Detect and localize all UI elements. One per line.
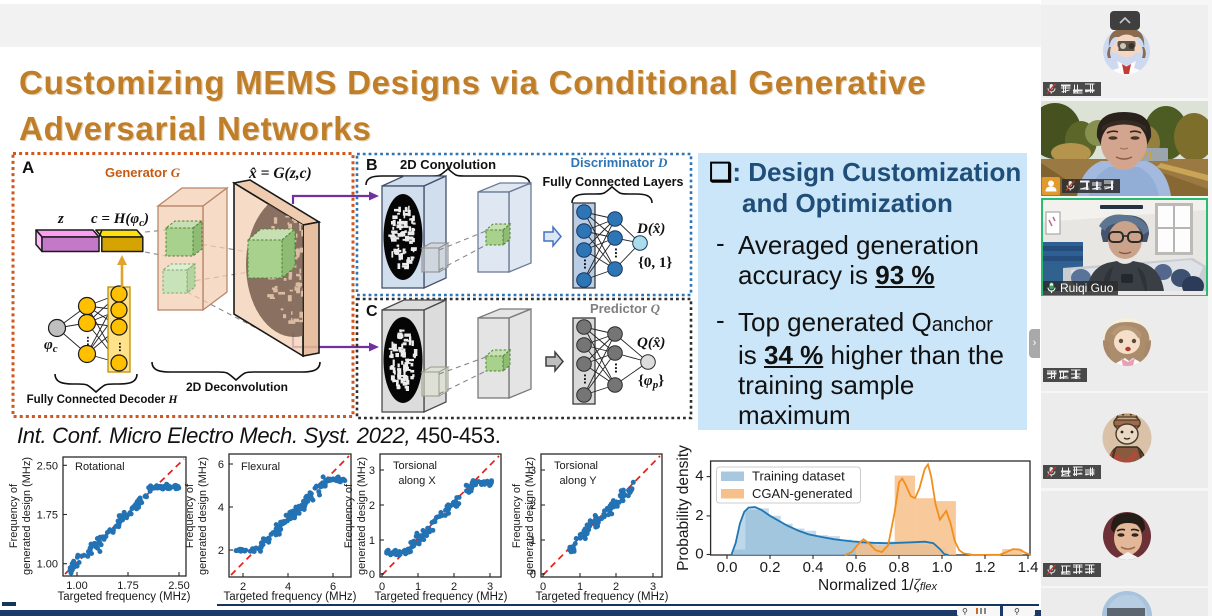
svg-text:0: 0 [530,569,536,581]
svg-text:...: ... [84,336,98,346]
svg-text:Frequency of: Frequency of [8,483,20,548]
svg-text:2: 2 [218,545,224,557]
svg-text:1.00: 1.00 [66,580,87,592]
svg-text:2: 2 [240,581,246,593]
svg-text:Frequency of: Frequency of [343,483,355,548]
svg-text:...: ... [581,374,596,385]
svg-text:3: 3 [530,465,536,477]
svg-text:0.4: 0.4 [803,559,824,576]
svg-text:Normalized 1/ζflex: Normalized 1/ζflex [818,577,938,594]
svg-text:3: 3 [650,581,656,593]
svg-text:6: 6 [218,459,224,471]
svg-text:2: 2 [613,581,619,593]
svg-text:0: 0 [540,581,546,593]
svg-text:2D Deconvolution: 2D Deconvolution [186,380,288,394]
svg-text:0: 0 [379,581,385,593]
svg-text:2D Convolution: 2D Convolution [400,157,496,172]
svg-text:Fully Connected Layers: Fully Connected Layers [542,175,683,189]
svg-text:Fully Connected Decoder H: Fully Connected Decoder H [27,394,179,406]
svg-text:1.00: 1.00 [37,559,58,571]
svg-text:1.4: 1.4 [1018,559,1039,576]
svg-text:4: 4 [695,468,703,485]
svg-text:{φp}: {φp} [638,373,664,391]
svg-text:Discriminator D: Discriminator D [571,155,668,170]
svg-text:D(x̂): D(x̂) [636,221,665,237]
svg-text:x̂ = G(z,c): x̂ = G(z,c) [248,165,312,182]
svg-text:Frequency of: Frequency of [511,483,523,548]
svg-text:2.50: 2.50 [37,460,58,472]
svg-text:1.75: 1.75 [117,580,138,592]
svg-text:1: 1 [415,581,421,593]
svg-text:c = H(φc): c = H(φc) [91,211,149,229]
svg-text:CGAN-generated: CGAN-generated [752,486,852,501]
svg-text:Rotational: Rotational [75,461,125,473]
svg-text:1: 1 [369,535,375,547]
svg-text:z: z [57,211,64,227]
svg-text:0: 0 [369,569,375,581]
svg-text:...: ... [612,363,627,374]
svg-text:Probability density: Probability density [675,445,692,571]
svg-text:Targeted frequency (MHz): Targeted frequency (MHz) [375,591,508,603]
svg-text:6: 6 [330,581,336,593]
svg-text:generated design (MHz): generated design (MHz) [524,457,536,575]
svg-text:0: 0 [695,546,703,563]
svg-text:A: A [22,158,34,177]
svg-text:Flexural: Flexural [241,461,280,473]
svg-text:{0, 1}: {0, 1} [638,255,672,271]
svg-text:Frequency of: Frequency of [184,483,196,548]
svg-text:1.2: 1.2 [975,559,996,576]
svg-text:0.6: 0.6 [846,559,867,576]
svg-text:1.0: 1.0 [932,559,953,576]
svg-text:4: 4 [218,502,224,514]
svg-text:2: 2 [530,500,536,512]
svg-text:2: 2 [695,507,703,524]
svg-text:C: C [366,303,378,320]
svg-text:1: 1 [577,581,583,593]
svg-text:Torsional: Torsional [393,460,437,472]
svg-text:Targeted frequency (MHz): Targeted frequency (MHz) [58,591,191,603]
svg-text:1.75: 1.75 [37,510,58,522]
svg-text:Q(x̂): Q(x̂) [637,335,665,351]
svg-text:3: 3 [487,581,493,593]
svg-text:...: ... [581,259,596,270]
svg-text:Targeted frequency (MHz): Targeted frequency (MHz) [224,591,357,603]
svg-text:Training dataset: Training dataset [752,469,845,484]
svg-text:...: ... [116,342,130,352]
svg-text:0.8: 0.8 [889,559,910,576]
svg-text:Predictor Q: Predictor Q [590,301,661,316]
svg-text:generated design (MHz): generated design (MHz) [197,457,209,575]
svg-text:3: 3 [369,465,375,477]
svg-text:Generator G: Generator G [105,165,181,180]
svg-text:4: 4 [285,581,291,593]
svg-text:...: ... [612,248,627,259]
svg-text:Torsional: Torsional [554,460,598,472]
svg-text:φc: φc [44,337,58,355]
svg-text:0.2: 0.2 [760,559,781,576]
svg-text:Targeted frequency (MHz): Targeted frequency (MHz) [536,591,669,603]
svg-text:generated design (MHz): generated design (MHz) [21,457,33,575]
svg-text:along Y: along Y [559,475,597,487]
svg-text:2: 2 [451,581,457,593]
svg-text:2: 2 [369,500,375,512]
svg-text:1: 1 [530,535,536,547]
svg-text:B: B [366,157,378,174]
svg-text:generated design (MHz): generated design (MHz) [356,457,368,575]
svg-text:0.0: 0.0 [717,559,738,576]
svg-text:2.50: 2.50 [168,580,189,592]
svg-text:along X: along X [398,475,436,487]
